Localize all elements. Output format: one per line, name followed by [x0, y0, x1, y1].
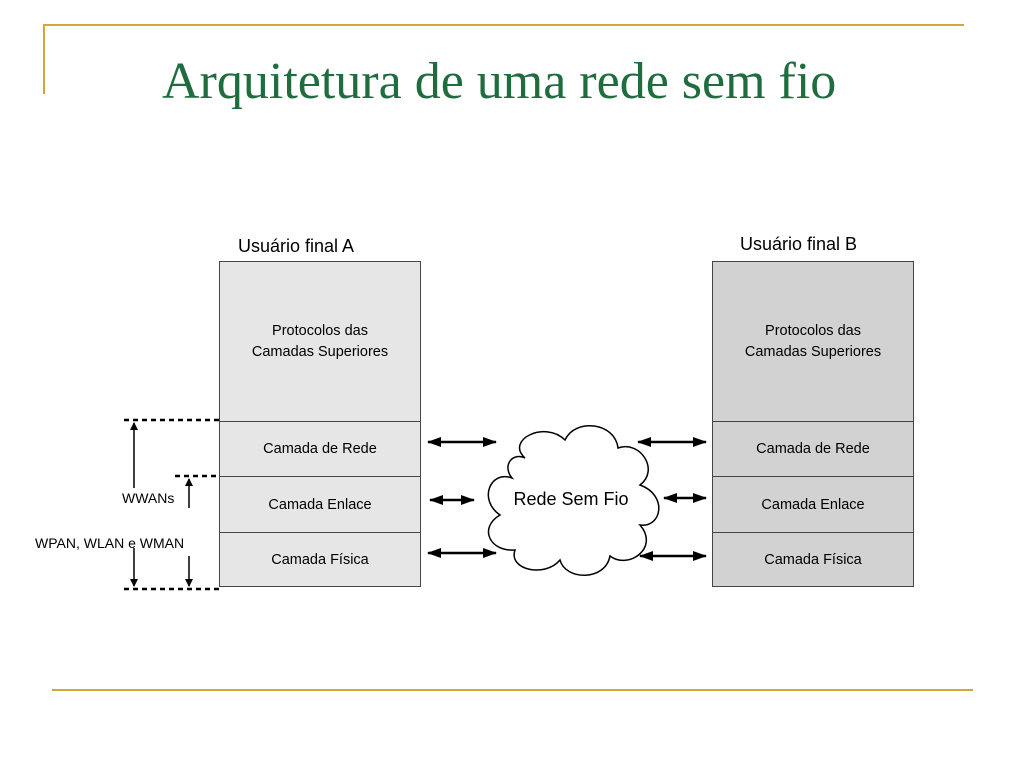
- user-a-label: Usuário final A: [238, 236, 355, 256]
- physical-layer-box: Camada Física: [713, 532, 913, 587]
- user-b-label: Usuário final B: [740, 234, 858, 254]
- frame-bottom-line: [52, 689, 973, 691]
- network-layer-box: Camada de Rede: [220, 421, 420, 476]
- wpan-wlan-wman-label: WPAN, WLAN e WMAN: [35, 535, 185, 551]
- link-layer-box: Camada Enlace: [220, 476, 420, 532]
- link-layer-box: Camada Enlace: [713, 476, 913, 532]
- wwans-label: WWANs: [122, 490, 175, 506]
- upper-layers-box: Protocolos das Camadas Superiores: [744, 322, 882, 360]
- wireless-network-label: Rede Sem Fio: [513, 489, 629, 509]
- wireless-cloud-shape: [487, 425, 660, 576]
- slide-title: Arquitetura de uma rede sem fio: [162, 53, 837, 110]
- protocol-stack-user-b: Protocolos das Camadas Superiores Camada…: [712, 261, 914, 587]
- frame-left-line: [43, 24, 45, 94]
- frame-top-line: [43, 24, 964, 26]
- protocol-stack-user-a: Protocolos das Camadas Superiores Camada…: [219, 261, 421, 587]
- network-layer-box: Camada de Rede: [713, 421, 913, 476]
- upper-layers-box: Protocolos das Camadas Superiores: [251, 322, 389, 360]
- physical-layer-box: Camada Física: [220, 532, 420, 587]
